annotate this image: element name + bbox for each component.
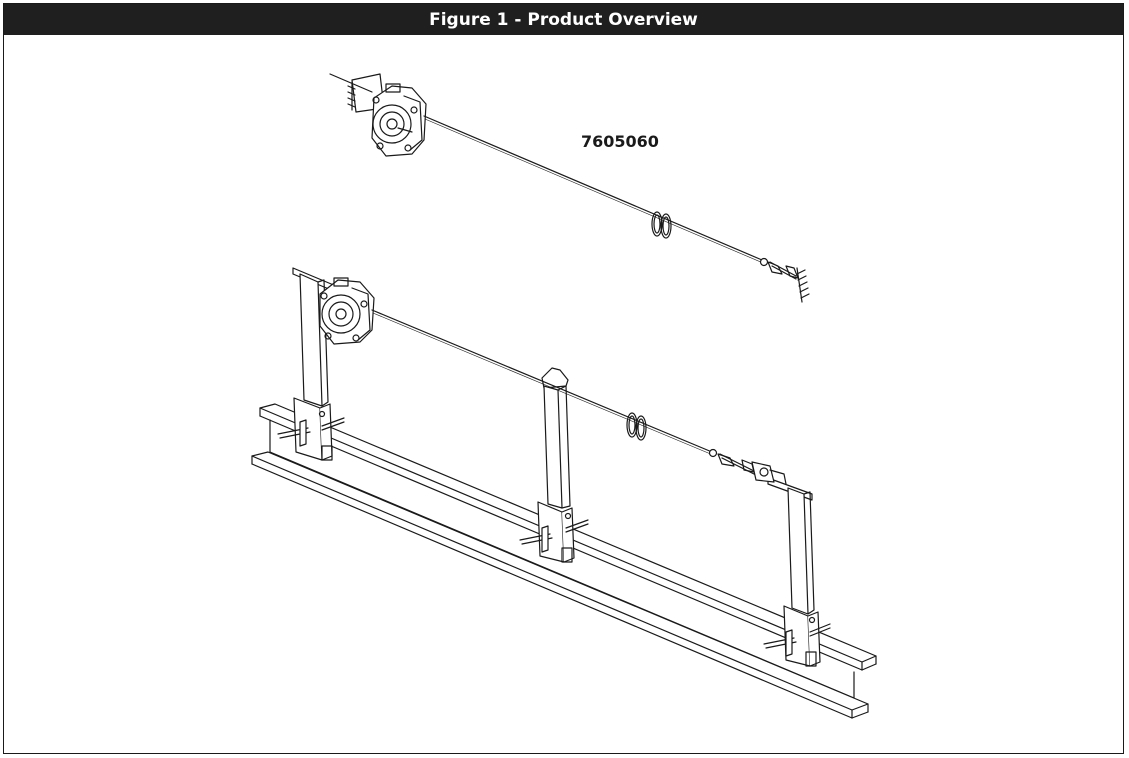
top-cable xyxy=(423,115,763,261)
bottom-cable xyxy=(371,309,713,453)
bottom-beam-system xyxy=(251,267,877,719)
top-lifeline-assembly xyxy=(329,73,810,303)
bottom-turnbuckle xyxy=(717,453,787,485)
top-turnbuckle xyxy=(767,261,799,280)
middle-stanchion xyxy=(519,367,589,563)
bottom-srl-housing xyxy=(319,277,375,345)
top-wall-anchor xyxy=(329,73,385,113)
top-end-anchor xyxy=(796,267,810,303)
top-d-rings xyxy=(651,211,672,239)
right-stanchion xyxy=(763,477,831,667)
part-number-label: 7605060 xyxy=(581,132,659,151)
top-ball-stop xyxy=(759,257,769,267)
bottom-ball-stop xyxy=(708,448,718,458)
figure-title-bar: Figure 1 - Product Overview xyxy=(4,4,1123,35)
left-stanchion xyxy=(277,267,345,461)
top-srl-housing xyxy=(371,83,427,157)
bottom-d-rings xyxy=(626,412,647,441)
figure-title: Figure 1 - Product Overview xyxy=(429,9,698,30)
